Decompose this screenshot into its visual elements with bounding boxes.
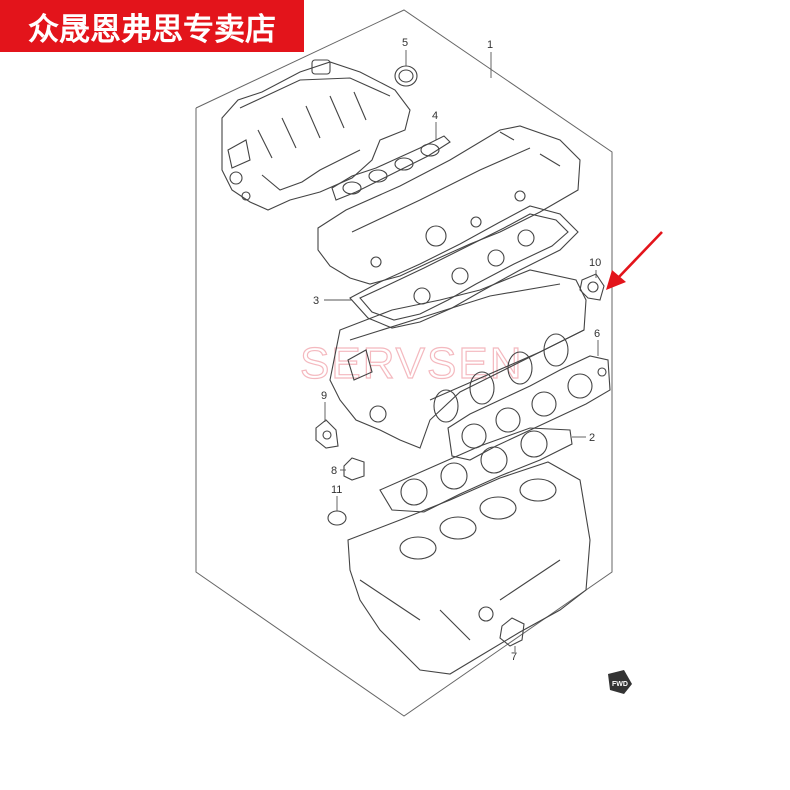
- callout-8: 8: [331, 465, 337, 477]
- part-4-intake-gasket: [331, 135, 451, 201]
- part-6-exhaust-gasket: [447, 355, 611, 461]
- callout-numbers: 1 2 3 4 5 6 7 8 9 10 11: [313, 37, 601, 663]
- callout-1: 1: [487, 39, 493, 51]
- store-name: 众晟恩弗思专卖店: [28, 11, 276, 48]
- part-8-gasket: [343, 457, 365, 481]
- diagram-frame: [195, 9, 613, 717]
- callout-7: 7: [511, 651, 517, 663]
- callout-6: 6: [594, 328, 600, 340]
- callout-2: 2: [589, 432, 595, 444]
- leader-lines: [324, 50, 599, 652]
- callout-3: 3: [313, 295, 319, 307]
- part-9-gasket: [315, 419, 339, 449]
- fwd-marker: FWD: [608, 670, 632, 694]
- pointer-arrow: [606, 231, 663, 290]
- part-7-gasket: [499, 617, 525, 647]
- fwd-label: FWD: [612, 681, 628, 688]
- part-11-oring: [327, 510, 347, 526]
- callout-5: 5: [402, 37, 408, 49]
- callout-4: 4: [432, 110, 438, 122]
- store-banner: 众晟恩弗思专卖店: [0, 0, 304, 52]
- engine-block: [347, 461, 591, 675]
- part-3-cover-gasket: [349, 205, 579, 329]
- callout-9: 9: [321, 390, 327, 402]
- intake-manifold: [221, 59, 411, 211]
- callout-11: 11: [331, 484, 342, 496]
- part-2-head-gasket: [379, 427, 573, 513]
- callout-10: 10: [589, 257, 601, 269]
- part-5-ring: [394, 65, 418, 87]
- cylinder-head: [329, 269, 587, 449]
- cylinder-head-cover: [317, 125, 581, 285]
